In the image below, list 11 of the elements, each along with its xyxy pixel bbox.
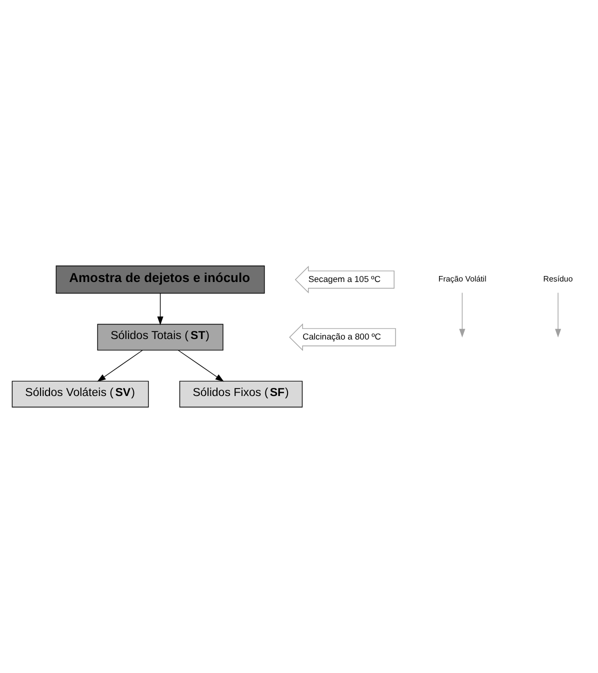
node-box: Sólidos Fixos (SF) xyxy=(179,380,303,408)
node-text: Fração Volátil xyxy=(438,274,486,284)
arrow xyxy=(97,350,143,382)
node-text: Resíduo xyxy=(543,274,573,284)
arrow xyxy=(555,292,562,338)
arrow xyxy=(157,292,164,326)
arrow xyxy=(459,292,466,338)
node-box: Sólidos Totais (ST) xyxy=(97,324,224,351)
node-box: Sólidos Voláteis (SV) xyxy=(12,380,149,408)
arrow xyxy=(178,350,224,382)
node-box: Amostra de dejetos e inóculo xyxy=(56,266,265,294)
